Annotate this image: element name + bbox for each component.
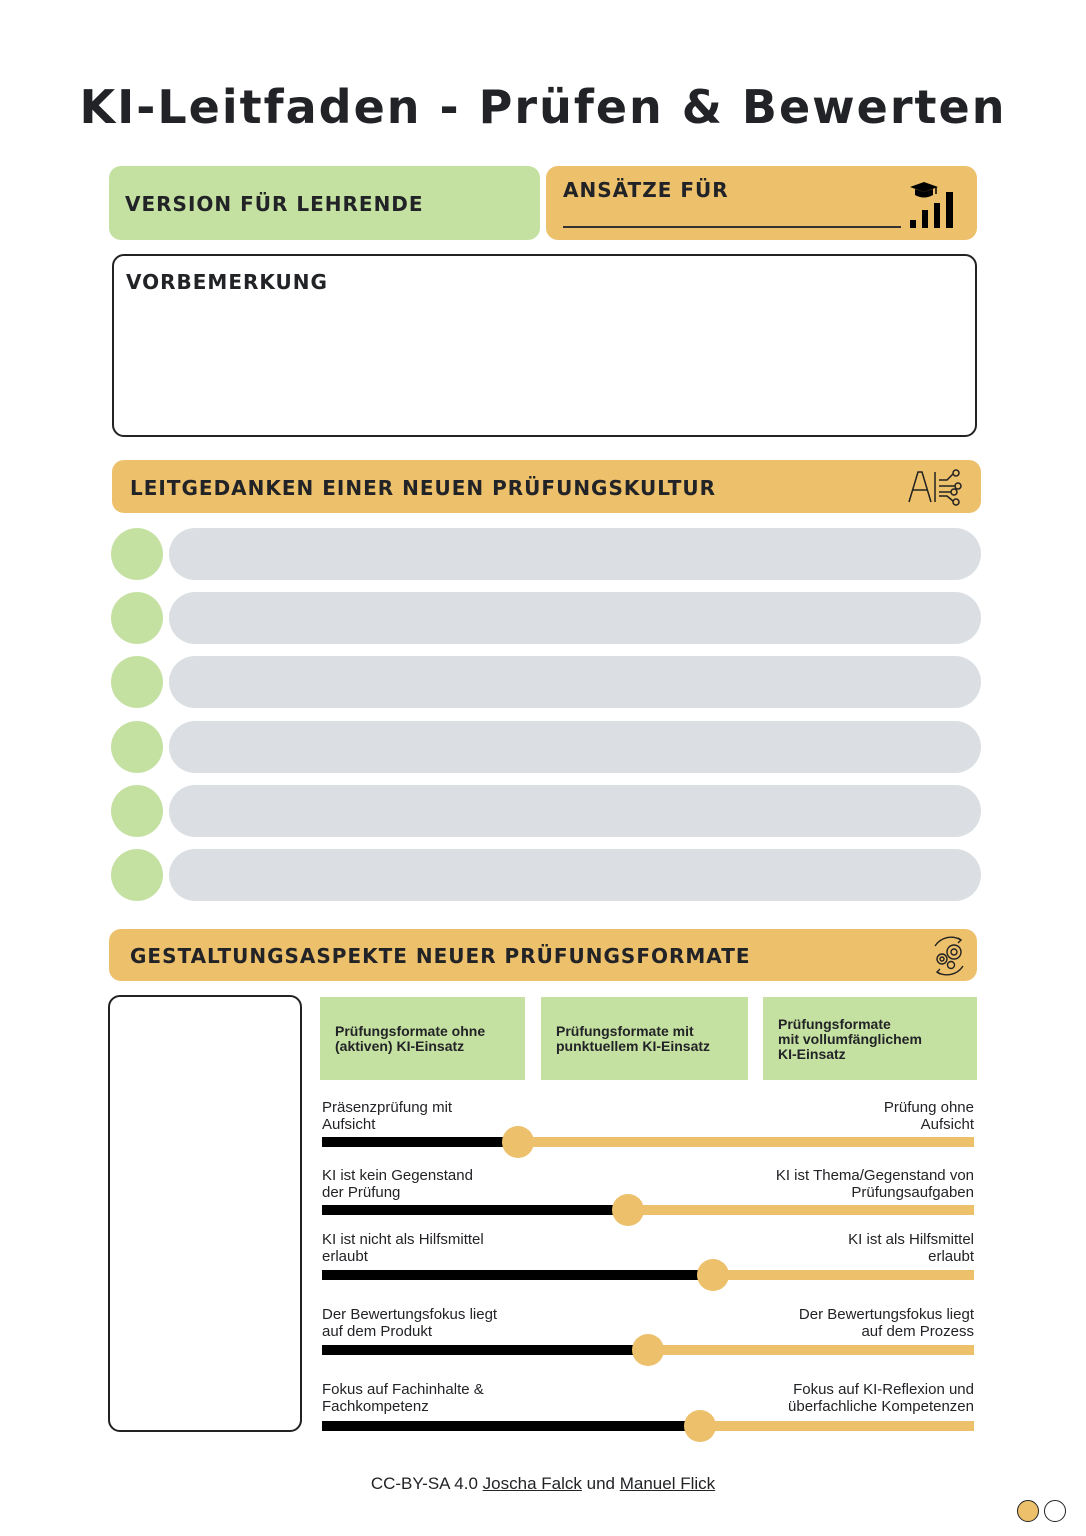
column-label: Prüfungsformate mit punktuellem KI-Einsa… [556, 1022, 711, 1054]
list-item [111, 720, 981, 773]
ansaetze-box: ANSÄTZE FÜR [546, 166, 977, 240]
leitgedanke-field[interactable] [169, 784, 981, 837]
slider-fill [322, 1421, 701, 1431]
slider-fill [322, 1137, 518, 1147]
bullet-dot [111, 784, 163, 837]
column-header-vollumfaenglich-ki: Prüfungsformate mit vollumfänglichem KI-… [763, 997, 977, 1080]
list-item [111, 592, 981, 645]
ansaetze-label: ANSÄTZE FÜR [563, 178, 729, 202]
footer-credits: CC-BY-SA 4.0 Joscha Falck und Manuel Fli… [0, 1474, 1086, 1494]
version-label: VERSION FÜR LEHRENDE [125, 192, 424, 216]
license-text: CC-BY-SA 4.0 [370, 1474, 478, 1493]
slider-knob[interactable] [612, 1194, 645, 1226]
leitgedanke-field[interactable] [169, 720, 981, 773]
author-link-manuel-flick[interactable]: Manuel Flick [619, 1474, 716, 1493]
leitgedanke-field[interactable] [169, 848, 981, 901]
slider-track[interactable] [322, 1259, 974, 1291]
slider-left-label: Präsenzprüfung mit Aufsicht [322, 1099, 453, 1133]
column-header-punktuell-ki: Prüfungsformate mit punktuellem KI-Einsa… [541, 997, 748, 1080]
slider-right-label: Der Bewertungsfokus liegt auf dem Prozes… [798, 1306, 974, 1340]
slider-right-label: KI ist Thema/Gegenstand von Prüfungsaufg… [775, 1167, 974, 1201]
slider-fill [322, 1270, 714, 1280]
conjunction-text: und [586, 1474, 615, 1493]
slider-track[interactable] [322, 1194, 974, 1226]
slider-knob[interactable] [632, 1334, 664, 1366]
page-indicator-1-active[interactable] [1017, 1500, 1039, 1522]
gestaltung-side-box[interactable] [108, 995, 302, 1432]
vorbemerkung-label: VORBEMERKUNG [126, 270, 328, 294]
slider-right-label: Fokus auf KI-Reflexion und überfachliche… [788, 1381, 974, 1415]
slider-left-label: Fokus auf Fachinhalte & Fachkompetenz [322, 1381, 484, 1415]
leitgedanke-field[interactable] [169, 656, 981, 709]
column-header-ohne-ki: Prüfungsformate ohne (aktiven) KI-Einsat… [320, 997, 525, 1080]
leitgedanke-field[interactable] [169, 528, 981, 580]
bullet-dot [111, 720, 163, 773]
bullet-dot [111, 528, 163, 580]
slider-right-label: Prüfung ohne Aufsicht [883, 1099, 974, 1133]
list-item [111, 784, 981, 837]
ai-circuit-icon [908, 469, 962, 506]
slider-fill [322, 1345, 648, 1355]
vorbemerkung-box[interactable]: VORBEMERKUNG [112, 254, 977, 437]
leitgedanken-header: LEITGEDANKEN EINER NEUEN PRÜFUNGSKULTUR [112, 460, 981, 513]
slider-left-label: Der Bewertungsfokus liegt auf dem Produk… [322, 1306, 498, 1340]
leitgedanke-field[interactable] [169, 592, 981, 645]
page-indicator-2[interactable] [1044, 1500, 1066, 1522]
slider-knob[interactable] [684, 1410, 717, 1442]
author-link-joscha-falck[interactable]: Joscha Falck [482, 1474, 582, 1493]
graduation-cap-signal-bars-icon [910, 182, 953, 228]
gestaltung-label: GESTALTUNGSASPEKTE NEUER PRÜFUNGSFORMATE [130, 944, 751, 968]
leitgedanken-list [111, 528, 981, 913]
bullet-dot [111, 656, 163, 709]
slider-left-label: KI ist kein Gegenstand der Prüfung [322, 1167, 473, 1201]
list-item [111, 528, 981, 580]
bullet-dot [111, 592, 163, 645]
column-label: Prüfungsformate mit vollumfänglichem KI-… [778, 1016, 922, 1062]
slider-knob[interactable] [501, 1126, 534, 1158]
slider-track[interactable] [322, 1126, 974, 1158]
slider-fill [322, 1205, 629, 1215]
slider-knob[interactable] [697, 1259, 730, 1291]
slider-track[interactable] [322, 1334, 974, 1366]
bullet-dot [111, 848, 163, 901]
slider-track[interactable] [322, 1410, 974, 1442]
leitgedanken-label: LEITGEDANKEN EINER NEUEN PRÜFUNGSKULTUR [130, 476, 716, 500]
gestaltung-header: GESTALTUNGSASPEKTE NEUER PRÜFUNGSFORMATE [109, 929, 977, 981]
slider-left-label: KI ist nicht als Hilfsmittel erlaubt [322, 1231, 484, 1265]
list-item [111, 656, 981, 709]
column-label: Prüfungsformate ohne (aktiven) KI-Einsat… [335, 1022, 486, 1054]
list-item [111, 848, 981, 901]
version-box: VERSION FÜR LEHRENDE [109, 166, 540, 240]
page-title: KI-Leitfaden - Prüfen & Bewerten [79, 80, 1007, 134]
ansaetze-blank-line[interactable] [563, 226, 901, 228]
gears-cycle-icon [934, 936, 964, 976]
slider-right-label: KI ist als Hilfsmittel erlaubt [848, 1231, 974, 1265]
